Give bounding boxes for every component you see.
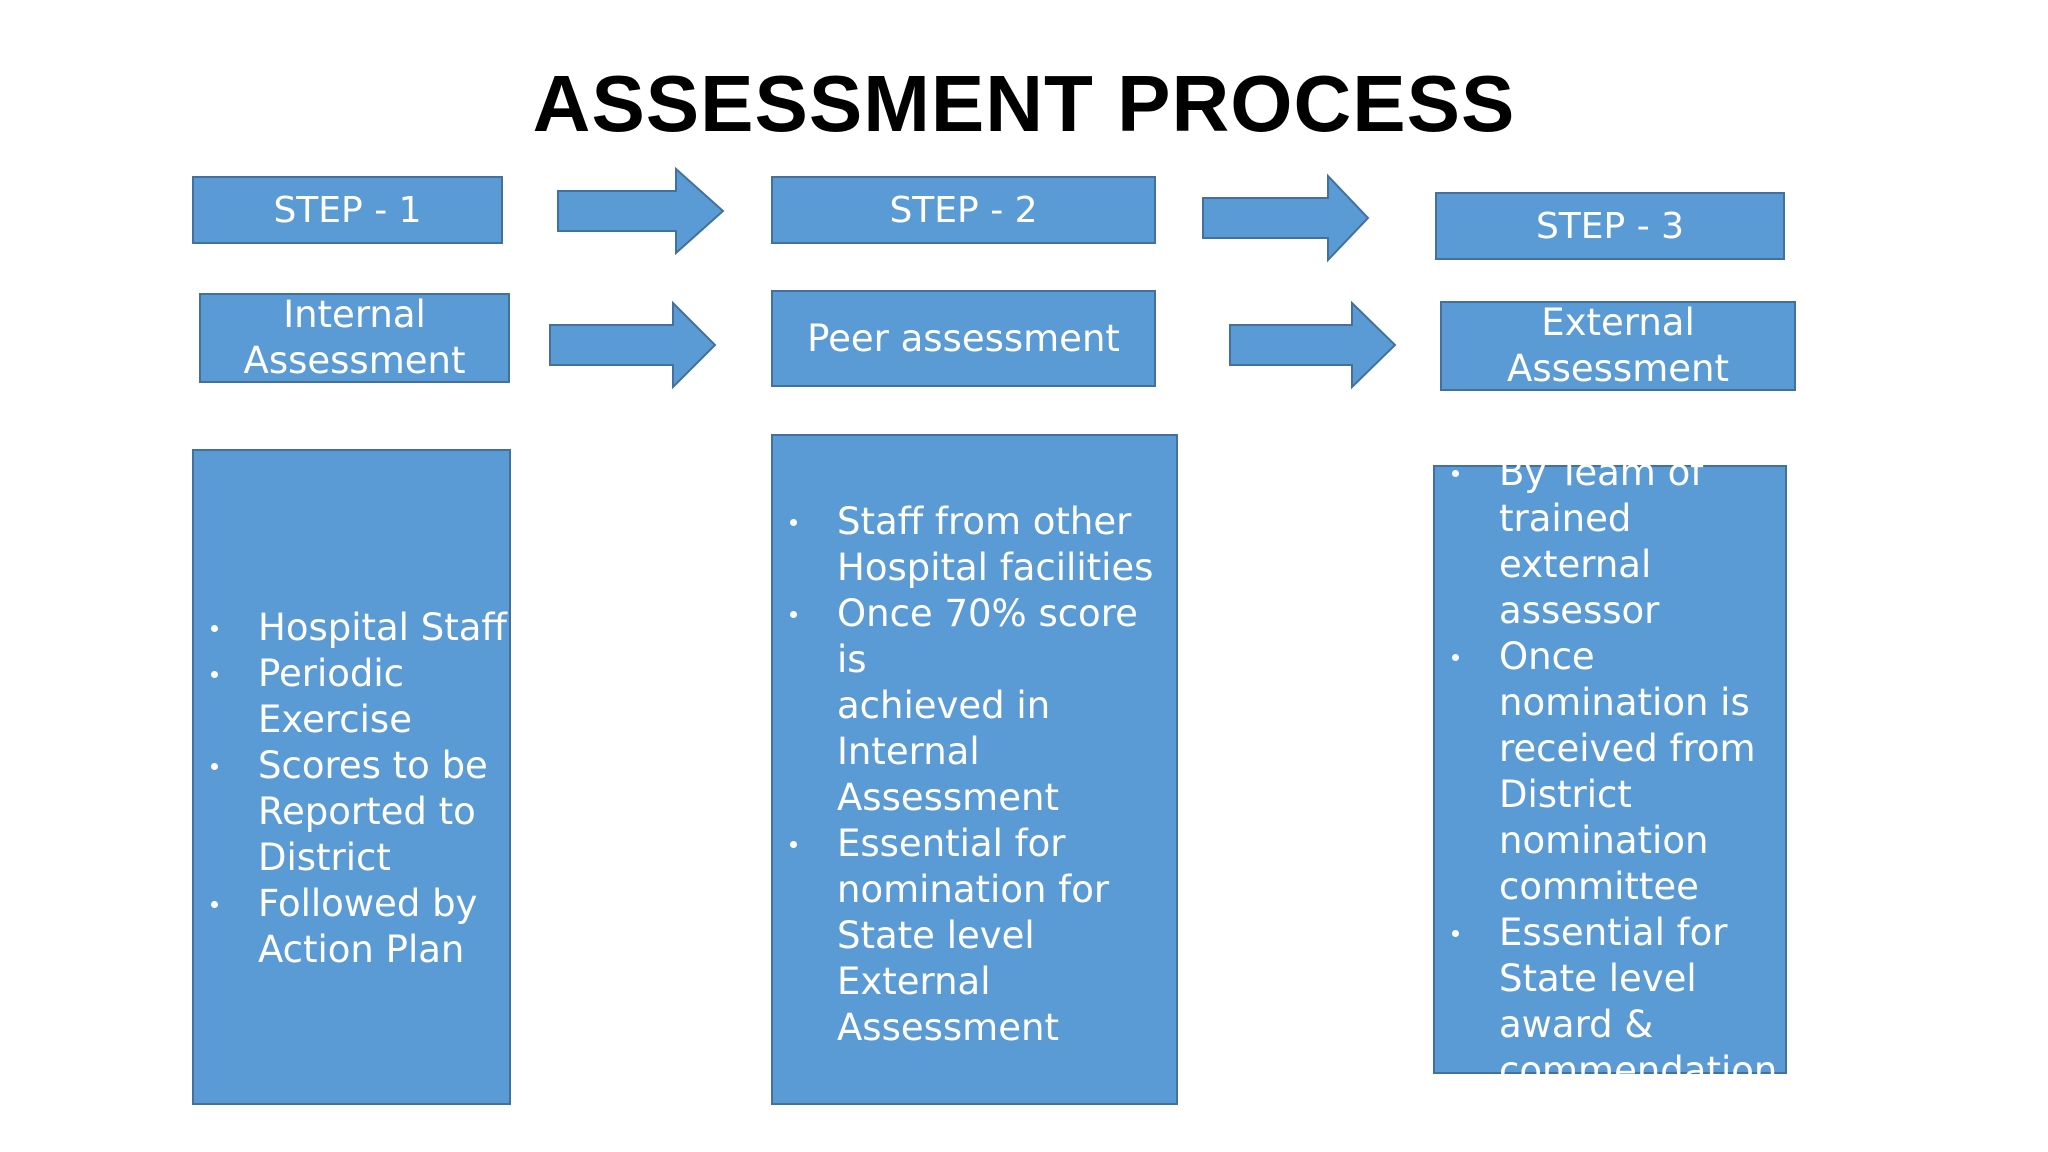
bullet-line: received from bbox=[1499, 726, 1756, 770]
bullet-line: trained external bbox=[1499, 496, 1652, 586]
bullet-line: nomination is bbox=[1499, 680, 1750, 724]
bullet-line: State level External bbox=[837, 913, 1035, 1003]
bullet-line: Exercise bbox=[258, 698, 412, 741]
step-3-details-box: By Team of trained external assessor Onc… bbox=[1433, 451, 1787, 1092]
bullet-line: committee bbox=[1499, 864, 1699, 908]
internal-assessment-box: Internal Assessment bbox=[199, 293, 510, 383]
step-3-box: STEP - 3 bbox=[1435, 192, 1785, 260]
bullet-line: Followed by bbox=[258, 882, 478, 925]
label-line: External bbox=[1541, 301, 1695, 344]
bullet-item: Periodic Exercise bbox=[194, 651, 507, 743]
bullet-line: achieved in bbox=[837, 683, 1051, 727]
bullet-line: Hospital Staff bbox=[258, 606, 507, 649]
bullet-line: Periodic bbox=[258, 652, 404, 695]
bullet-line: District bbox=[1499, 772, 1632, 816]
bullet-line: District bbox=[258, 836, 391, 879]
external-assessment-box: External Assessment bbox=[1440, 301, 1796, 391]
bullet-line: Essential for bbox=[837, 821, 1066, 865]
step-2-box: STEP - 2 bbox=[771, 176, 1156, 244]
bullet-line: nomination for bbox=[837, 867, 1110, 911]
bullet-item: Once 70% score is achieved in Internal A… bbox=[773, 591, 1176, 821]
page-title: ASSESSMENT PROCESS bbox=[532, 59, 1516, 148]
bullet-line: Scores to be bbox=[258, 744, 488, 787]
bullet-line: State level bbox=[1499, 956, 1697, 1000]
bullet-item: By Team of trained external assessor bbox=[1435, 450, 1785, 634]
step-1-details-box: Hospital Staff Periodic Exercise Scores … bbox=[192, 449, 511, 1105]
bullet-item: Essential for nomination for State level… bbox=[773, 821, 1176, 1051]
arrow-right-icon bbox=[1202, 173, 1370, 263]
label-line: Peer assessment bbox=[807, 316, 1120, 360]
step-2-details-box: Staff from other Hospital facilities Onc… bbox=[771, 434, 1178, 1105]
bullet-line: assessor bbox=[1499, 588, 1660, 632]
bullet-line: By Team of bbox=[1499, 450, 1704, 494]
step-2-bullet-list: Staff from other Hospital facilities Onc… bbox=[773, 499, 1176, 1051]
label-line: Internal bbox=[283, 293, 426, 336]
bullet-line: Once 70% score is bbox=[837, 591, 1138, 681]
bullet-line: nomination bbox=[1499, 818, 1709, 862]
bullet-line: Internal bbox=[837, 729, 980, 773]
peer-assessment-box: Peer assessment bbox=[771, 290, 1156, 387]
step-1-box: STEP - 1 bbox=[192, 176, 503, 244]
arrow-right-icon bbox=[557, 166, 725, 256]
bullet-line: Staff from other bbox=[837, 499, 1132, 543]
bullet-item: Hospital Staff bbox=[194, 605, 507, 651]
bullet-item: Once nomination is received from Distric… bbox=[1435, 634, 1785, 910]
bullet-line: award & bbox=[1499, 1002, 1654, 1046]
bullet-line: Reported to bbox=[258, 790, 476, 833]
bullet-item: Essential for State level award & commen… bbox=[1435, 910, 1785, 1094]
bullet-item: Staff from other Hospital facilities bbox=[773, 499, 1176, 591]
bullet-line: commendation bbox=[1499, 1048, 1778, 1092]
arrow-right-icon bbox=[1229, 300, 1397, 390]
step-1-bullet-list: Hospital Staff Periodic Exercise Scores … bbox=[194, 605, 507, 973]
bullet-line: Action Plan bbox=[258, 928, 465, 971]
arrow-right-icon bbox=[549, 300, 717, 390]
bullet-line: Hospital facilities bbox=[837, 545, 1154, 589]
bullet-line: Essential for bbox=[1499, 910, 1728, 954]
bullet-line: Assessment bbox=[837, 775, 1059, 819]
bullet-item: Followed by Action Plan bbox=[194, 881, 507, 973]
bullet-line: Assessment bbox=[837, 1005, 1059, 1049]
step-3-bullet-list: By Team of trained external assessor Onc… bbox=[1435, 450, 1785, 1094]
bullet-line: Once bbox=[1499, 634, 1595, 678]
label-line: Assessment bbox=[243, 339, 466, 382]
label-line: Assessment bbox=[1507, 347, 1729, 390]
bullet-item: Scores to be Reported to District bbox=[194, 743, 507, 881]
